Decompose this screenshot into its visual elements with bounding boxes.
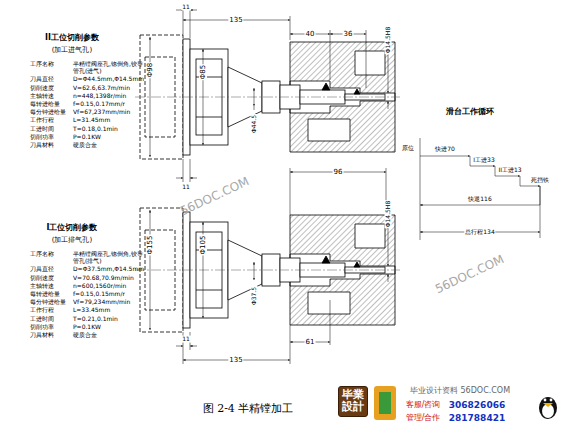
qq-icon — [539, 397, 557, 419]
key-icon — [374, 386, 396, 420]
parameter-value: 硬质合金 — [73, 141, 147, 148]
cycle-label: 死挡铁 — [530, 177, 550, 184]
cycle-title: 滑台工作循环 — [446, 107, 494, 116]
dimension-label: Φ37.5 — [251, 286, 258, 306]
parameter-name: 每转进给量 — [30, 100, 70, 107]
parameter-value: D=Φ37.5mm,Φ14.5mm — [73, 265, 147, 272]
parameter-value: Vf=79,234mm/min — [73, 298, 147, 305]
parameter-table: 工序名称半精镗阀座孔,锪倒角,铰导管孔(排气)刀具直径D=Φ37.5mm,Φ14… — [30, 250, 147, 338]
logo-text: 毕業設計 — [342, 389, 364, 413]
dimension-label: Φ44.5 — [251, 114, 258, 134]
parameter-value: T=0.21,0.1min — [73, 315, 147, 322]
parameter-value: n=600,1560r/min — [73, 282, 147, 289]
parameter-value: n=448,1398r/min — [73, 92, 147, 99]
parameter-name: 刀具材料 — [30, 331, 70, 338]
parameter-value: V=62.6,63.7m/min — [73, 84, 147, 91]
parameter-name: 工作行程 — [30, 306, 70, 313]
cycle-label: I工进33 — [472, 157, 495, 164]
parameter-name: 切削功率 — [30, 323, 70, 330]
parameter-name: 切削速度 — [30, 84, 70, 91]
parameter-table: 工序名称半精镗阀座孔,锪倒角,铰导管孔(进气)刀具直径D=Φ44.5mm,Φ14… — [30, 60, 147, 148]
parameter-value: 半精镗阀座孔,锪倒角,铰导管孔(进气) — [73, 60, 147, 74]
parameter-value: L=33.45mm — [73, 306, 147, 313]
contact-number: 281788421 — [449, 413, 505, 423]
table-subtitle: (加工排气孔) — [52, 236, 92, 244]
dimension-label: Φ14.5H8 — [385, 26, 392, 54]
parameter-name: 刀具材料 — [30, 141, 70, 148]
parameter-name: 主轴转速 — [30, 92, 70, 99]
parameter-value: 硬质合金 — [73, 331, 147, 338]
dimension-label: 11 — [181, 184, 191, 191]
cycle-label: 总行程134 — [464, 229, 495, 236]
cycle-label: 原位 — [401, 145, 415, 152]
parameter-name: 每转进给量 — [30, 290, 70, 297]
parameter-name: 主轴转速 — [30, 282, 70, 289]
contact-label: 客服/咨询 — [406, 400, 441, 409]
dimension-label: 135 — [228, 16, 243, 24]
parameter-value: P=0.1KW — [73, 133, 147, 140]
parameter-name: 刀具直径 — [30, 75, 70, 82]
parameter-name: 工序名称 — [30, 60, 70, 74]
cycle-label: 快进70 — [434, 146, 456, 153]
parameter-value: T=0.18,0.1min — [73, 125, 147, 132]
watermark: 56DOC.COM — [178, 175, 251, 219]
parameter-value: f=0.15,0.15mm/r — [73, 290, 147, 297]
logo-badge: 毕業設計 — [338, 386, 368, 417]
brand-text: 毕业设计资料 56DOC.COM — [410, 386, 510, 395]
parameter-value: Vf=67,237mm/min — [73, 108, 147, 115]
contact-label: 管理/合作 — [406, 413, 441, 422]
contact-number: 306826066 — [449, 400, 505, 410]
cycle-label: II工进13 — [497, 167, 522, 174]
dimension-label: 61 — [305, 338, 316, 346]
table-title: I工位切削参数 — [47, 223, 98, 232]
parameter-name: 切削速度 — [30, 274, 70, 281]
table-subtitle: (加工进气孔) — [52, 46, 92, 54]
parameter-name: 刀具直径 — [30, 265, 70, 272]
parameter-value: L=31.45mm — [73, 116, 147, 123]
dimension-label: 96 — [333, 168, 344, 176]
dimension-label: Φ14.5H8 — [385, 200, 392, 228]
figure-caption: 图 2-4 半精镗加工 — [203, 403, 294, 416]
dimension-label: Φ98 — [146, 62, 154, 78]
parameter-value: f=0.15,0.17mm/r — [73, 100, 147, 107]
table-title: II工位切削参数 — [45, 33, 99, 42]
dimension-label: 11 — [181, 336, 191, 343]
dimension-label: Φ85 — [199, 64, 207, 80]
parameter-value: D=Φ44.5mm,Φ14.5mm — [73, 75, 147, 82]
dimension-label: Φ105 — [199, 235, 207, 256]
dimension-label: 135 — [228, 356, 243, 364]
parameter-name: 工进时间 — [30, 315, 70, 322]
parameter-name: 切削功率 — [30, 133, 70, 140]
parameter-value: V=70.68,70.9m/min — [73, 274, 147, 281]
parameter-name: 每分钟进给量 — [30, 108, 70, 115]
dimension-label: 11 — [181, 4, 191, 11]
watermark: 56DOC.COM — [433, 253, 506, 297]
parameter-name: 工序名称 — [30, 250, 70, 264]
dimension-label: 40 — [305, 30, 316, 38]
parameter-name: 每分钟进给量 — [30, 298, 70, 305]
parameter-value: P=0.1KW — [73, 323, 147, 330]
cycle-label: 快退116 — [467, 196, 492, 203]
parameter-name: 工作行程 — [30, 116, 70, 123]
dimension-label: 36 — [343, 30, 354, 38]
parameter-name: 工进时间 — [30, 125, 70, 132]
parameter-value: 半精镗阀座孔,锪倒角,铰导管孔(排气) — [73, 250, 147, 264]
dimension-label: Φ155 — [146, 235, 154, 256]
